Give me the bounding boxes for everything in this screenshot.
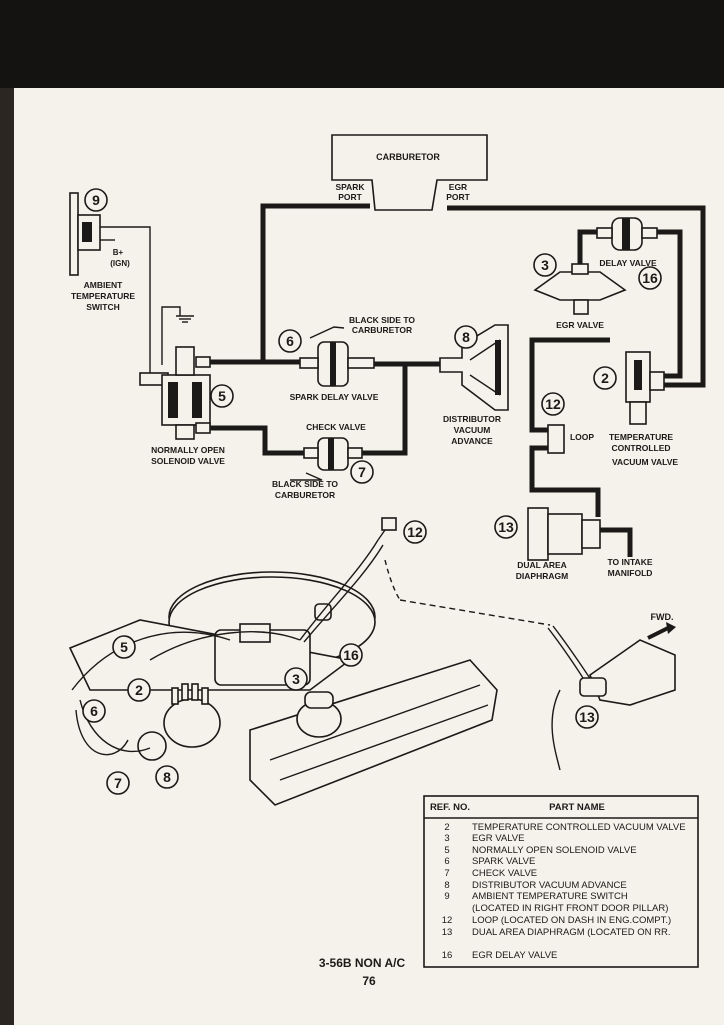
carburetor: CARBURETOR SPARK PORT EGR PORT — [331, 134, 488, 211]
figure-code: 3-56B NON A/C — [319, 956, 406, 970]
engine-callout-8: 8 — [163, 769, 171, 785]
table-row-ref: 16 — [442, 950, 453, 961]
egr-valve: EGR VALVE — [533, 263, 627, 330]
callout-7: 7 — [358, 464, 366, 480]
egr-port-label-2: PORT — [446, 192, 470, 202]
distributor-label-2: VACUUM — [454, 425, 491, 435]
temperature-controlled-vacuum-valve: TEMPERATURE CONTROLLED VACUUM VALVE — [609, 351, 678, 467]
solenoid-label-1: NORMALLY OPEN — [151, 445, 225, 455]
spark-delay-valve: BLACK SIDE TO CARBURETOR SPARK DELAY VAL… — [290, 315, 416, 402]
engine-callout-2: 2 — [135, 682, 143, 698]
solenoid-label-2: SOLENOID VALVE — [151, 456, 225, 466]
egr-delay-valve: DELAY VALVE — [596, 217, 658, 268]
engine-callout-13: 13 — [579, 709, 595, 725]
engine-callout-6: 6 — [90, 703, 98, 719]
callout-6: 6 — [286, 333, 294, 349]
engine-callout-16: 16 — [343, 647, 359, 663]
distributor-label-3: ADVANCE — [451, 436, 493, 446]
table-row-name: DUAL AREA DIAPHRAGM (LOCATED ON RR. — [472, 927, 670, 938]
table-row-ref: 3 — [444, 833, 449, 844]
table-row-name: DISTRIBUTOR VACUUM ADVANCE — [472, 880, 627, 891]
ambient-temperature-switch: B+ (IGN) AMBIENT TEMPERATURE SWITCH — [69, 192, 135, 312]
check-valve-label: CHECK VALVE — [306, 422, 366, 432]
callout-12: 12 — [545, 396, 561, 412]
vacuum-hoses — [100, 203, 706, 557]
carburetor-label: CARBURETOR — [376, 152, 440, 162]
ambient-label-1: AMBIENT — [84, 280, 124, 290]
ambient-label-2: TEMPERATURE — [71, 291, 135, 301]
black-side-top-label-1: BLACK SIDE TO — [349, 315, 415, 325]
callout-3: 3 — [541, 257, 549, 273]
table-row-ref: 7 — [444, 868, 449, 879]
callout-16: 16 — [642, 270, 658, 286]
page-number: 76 — [362, 974, 376, 988]
callout-2: 2 — [601, 370, 609, 386]
engine-callout-3: 3 — [292, 671, 300, 687]
table-row-name: TEMPERATURE CONTROLLED VACUUM VALVE — [472, 822, 686, 833]
callout-5: 5 — [218, 388, 226, 404]
parts-table: REF. NO. PART NAME 2 TEMPERATURE CONTROL… — [423, 795, 699, 968]
engine-callout-7: 7 — [114, 775, 122, 791]
engine-illustration: FWD. — [68, 517, 676, 806]
black-side-top-label-2: CARBURETOR — [352, 325, 412, 335]
spark-port-label-2: PORT — [338, 192, 362, 202]
table-row-name: (LOCATED IN RIGHT FRONT DOOR PILLAR) — [472, 903, 668, 914]
intake-label-2: MANIFOLD — [608, 568, 653, 578]
table-row-name: CHECK VALVE — [472, 868, 537, 879]
engine-callout-12: 12 — [407, 524, 423, 540]
normally-open-solenoid-valve: NORMALLY OPEN SOLENOID VALVE — [139, 346, 225, 466]
spark-port-label: SPARK — [335, 182, 365, 192]
table-row-ref: 8 — [444, 880, 449, 891]
table-row-ref: 13 — [442, 927, 453, 938]
distributor-vacuum-advance: DISTRIBUTOR VACUUM ADVANCE — [439, 324, 509, 446]
table-row-name: LOOP (LOCATED ON DASH IN ENG.COMPT.) — [472, 915, 671, 926]
loop-label: LOOP — [570, 432, 594, 442]
table-row-name: EGR DELAY VALVE — [472, 950, 557, 961]
table-header-ref: REF. NO. — [430, 802, 470, 813]
callout-9: 9 — [92, 192, 100, 208]
distributor-label-1: DISTRIBUTOR — [443, 414, 501, 424]
engine-callouts: 12 5 16 2 3 6 7 8 13 — [82, 520, 599, 795]
table-row-name: NORMALLY OPEN SOLENOID VALVE — [472, 845, 637, 856]
loop: LOOP — [547, 424, 594, 454]
ign-label: (IGN) — [110, 259, 130, 268]
callout-13: 13 — [498, 519, 514, 535]
spark-delay-valve-label: SPARK DELAY VALVE — [290, 392, 379, 402]
table-row-name: AMBIENT TEMPERATURE SWITCH — [472, 891, 628, 902]
fwd-label: FWD. — [651, 612, 674, 622]
table-row-ref: 12 — [442, 915, 453, 926]
table-row-ref: 5 — [444, 845, 449, 856]
table-row-ref: 9 — [444, 891, 449, 902]
intake-label-1: TO INTAKE — [607, 557, 652, 567]
tcv-label-1: TEMPERATURE — [609, 432, 673, 442]
page-footer: 3-56B NON A/C 76 — [319, 956, 406, 988]
black-side-bottom-label-1: BLACK SIDE TO — [272, 479, 338, 489]
dual-area-diaphragm: DUAL AREA DIAPHRAGM TO INTAKE MANIFOLD — [516, 507, 653, 581]
table-row-ref: 2 — [444, 822, 449, 833]
egr-valve-label: EGR VALVE — [556, 320, 604, 330]
black-side-bottom-label-2: CARBURETOR — [275, 490, 335, 500]
page-binding-edge — [0, 88, 14, 1025]
dual-area-label-2: DIAPHRAGM — [516, 571, 568, 581]
check-valve: CHECK VALVE BLACK SIDE TO CARBURETOR — [272, 422, 366, 500]
table-row-ref: 6 — [444, 856, 449, 867]
dual-area-label-1: DUAL AREA — [517, 560, 567, 570]
table-row-name: EGR VALVE — [472, 833, 524, 844]
table-row-name: SPARK VALVE — [472, 856, 535, 867]
schematic-callouts: 9 6 8 5 7 3 16 2 12 13 — [84, 188, 662, 539]
tcv-label-3: VACUUM VALVE — [612, 457, 678, 467]
table-header-name: PART NAME — [549, 802, 605, 813]
delay-valve-label: DELAY VALVE — [599, 258, 657, 268]
callout-8: 8 — [462, 329, 470, 345]
ambient-label-3: SWITCH — [86, 302, 120, 312]
egr-port-label: EGR — [449, 182, 467, 192]
engine-callout-5: 5 — [120, 639, 128, 655]
b-plus-label: B+ — [113, 248, 124, 257]
tcv-label-2: CONTROLLED — [611, 443, 670, 453]
